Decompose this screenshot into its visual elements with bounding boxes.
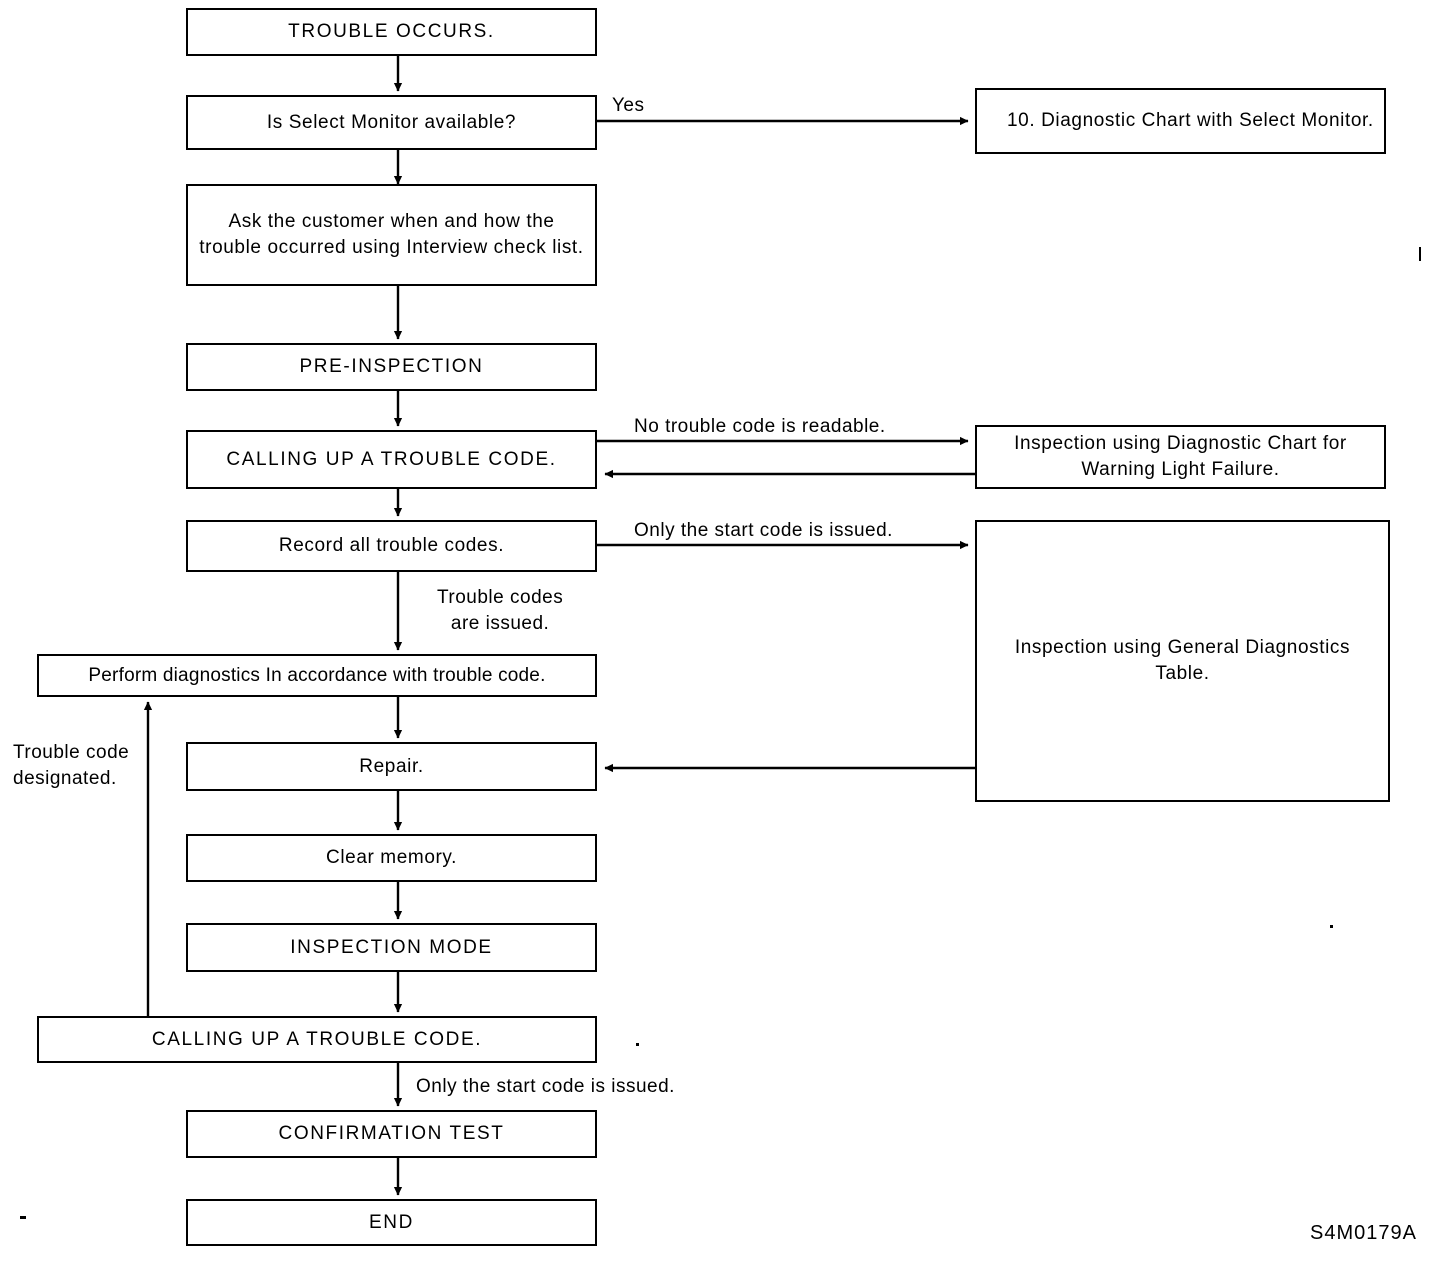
node-select-monitor[interactable]: Is Select Monitor available?: [186, 95, 597, 150]
node-label: END: [369, 1211, 414, 1233]
node-label: INSPECTION MODE: [290, 936, 493, 958]
node-label: Record all trouble codes.: [278, 535, 505, 557]
node-label: CALLING UP A TROUBLE CODE.: [226, 448, 557, 470]
edge-label-trouble-codes-issued: Trouble codes are issued.: [437, 587, 564, 634]
node-confirmation-test[interactable]: CONFIRMATION TEST: [186, 1110, 597, 1158]
edge-label-yes: Yes: [612, 95, 645, 116]
node-label: 10. Diagnostic Chart with Select Monitor…: [1007, 110, 1374, 132]
node-label: Ask the customer when and how the troubl…: [199, 211, 584, 258]
node-label: PRE-INSPECTION: [299, 356, 484, 378]
node-label: Is Select Monitor available?: [266, 111, 517, 133]
node-calling-up-code-1[interactable]: CALLING UP A TROUBLE CODE.: [186, 430, 597, 489]
node-trouble-occurs[interactable]: TROUBLE OCCURS.: [186, 8, 597, 56]
node-label: Inspection using General Diagnostics Tab…: [1014, 637, 1351, 684]
node-ask-customer[interactable]: Ask the customer when and how the troubl…: [186, 184, 597, 286]
node-label: Repair.: [359, 755, 424, 777]
node-record-codes[interactable]: Record all trouble codes.: [186, 520, 597, 572]
node-perform-diagnostics[interactable]: Perform diagnostics In accordance with t…: [37, 654, 597, 697]
scan-speck: [1330, 925, 1333, 928]
node-label: Inspection using Diagnostic Chart for Wa…: [1014, 433, 1347, 480]
node-inspection-mode[interactable]: INSPECTION MODE: [186, 923, 597, 972]
figure-code: S4M0179A: [1310, 1222, 1417, 1244]
node-diagnostic-chart-select-monitor[interactable]: 10. Diagnostic Chart with Select Monitor…: [975, 88, 1386, 154]
node-label: Perform diagnostics In accordance with t…: [88, 664, 546, 686]
edge-label-only-start-code-bottom: Only the start code is issued.: [416, 1076, 675, 1097]
node-calling-up-code-2[interactable]: CALLING UP A TROUBLE CODE.: [37, 1016, 597, 1063]
edge-label-no-trouble-code: No trouble code is readable.: [634, 416, 886, 437]
node-pre-inspection[interactable]: PRE-INSPECTION: [186, 343, 597, 391]
scan-speck: [20, 1216, 26, 1219]
node-general-diagnostics-table[interactable]: Inspection using General Diagnostics Tab…: [975, 520, 1390, 802]
node-label: Clear memory.: [326, 847, 457, 869]
edge-label-only-start-code-top: Only the start code is issued.: [634, 520, 893, 541]
node-clear-memory[interactable]: Clear memory.: [186, 834, 597, 882]
scan-speck: [636, 1043, 639, 1046]
edge-label-trouble-code-designated: Trouble code designated.: [13, 742, 130, 789]
node-label: CALLING UP A TROUBLE CODE.: [151, 1028, 483, 1050]
node-warning-light-failure[interactable]: Inspection using Diagnostic Chart for Wa…: [975, 425, 1386, 489]
margin-tick-mark: [1419, 247, 1421, 261]
node-label: CONFIRMATION TEST: [278, 1123, 505, 1145]
node-end[interactable]: END: [186, 1199, 597, 1246]
node-repair[interactable]: Repair.: [186, 742, 597, 791]
node-label: TROUBLE OCCURS.: [288, 21, 495, 43]
